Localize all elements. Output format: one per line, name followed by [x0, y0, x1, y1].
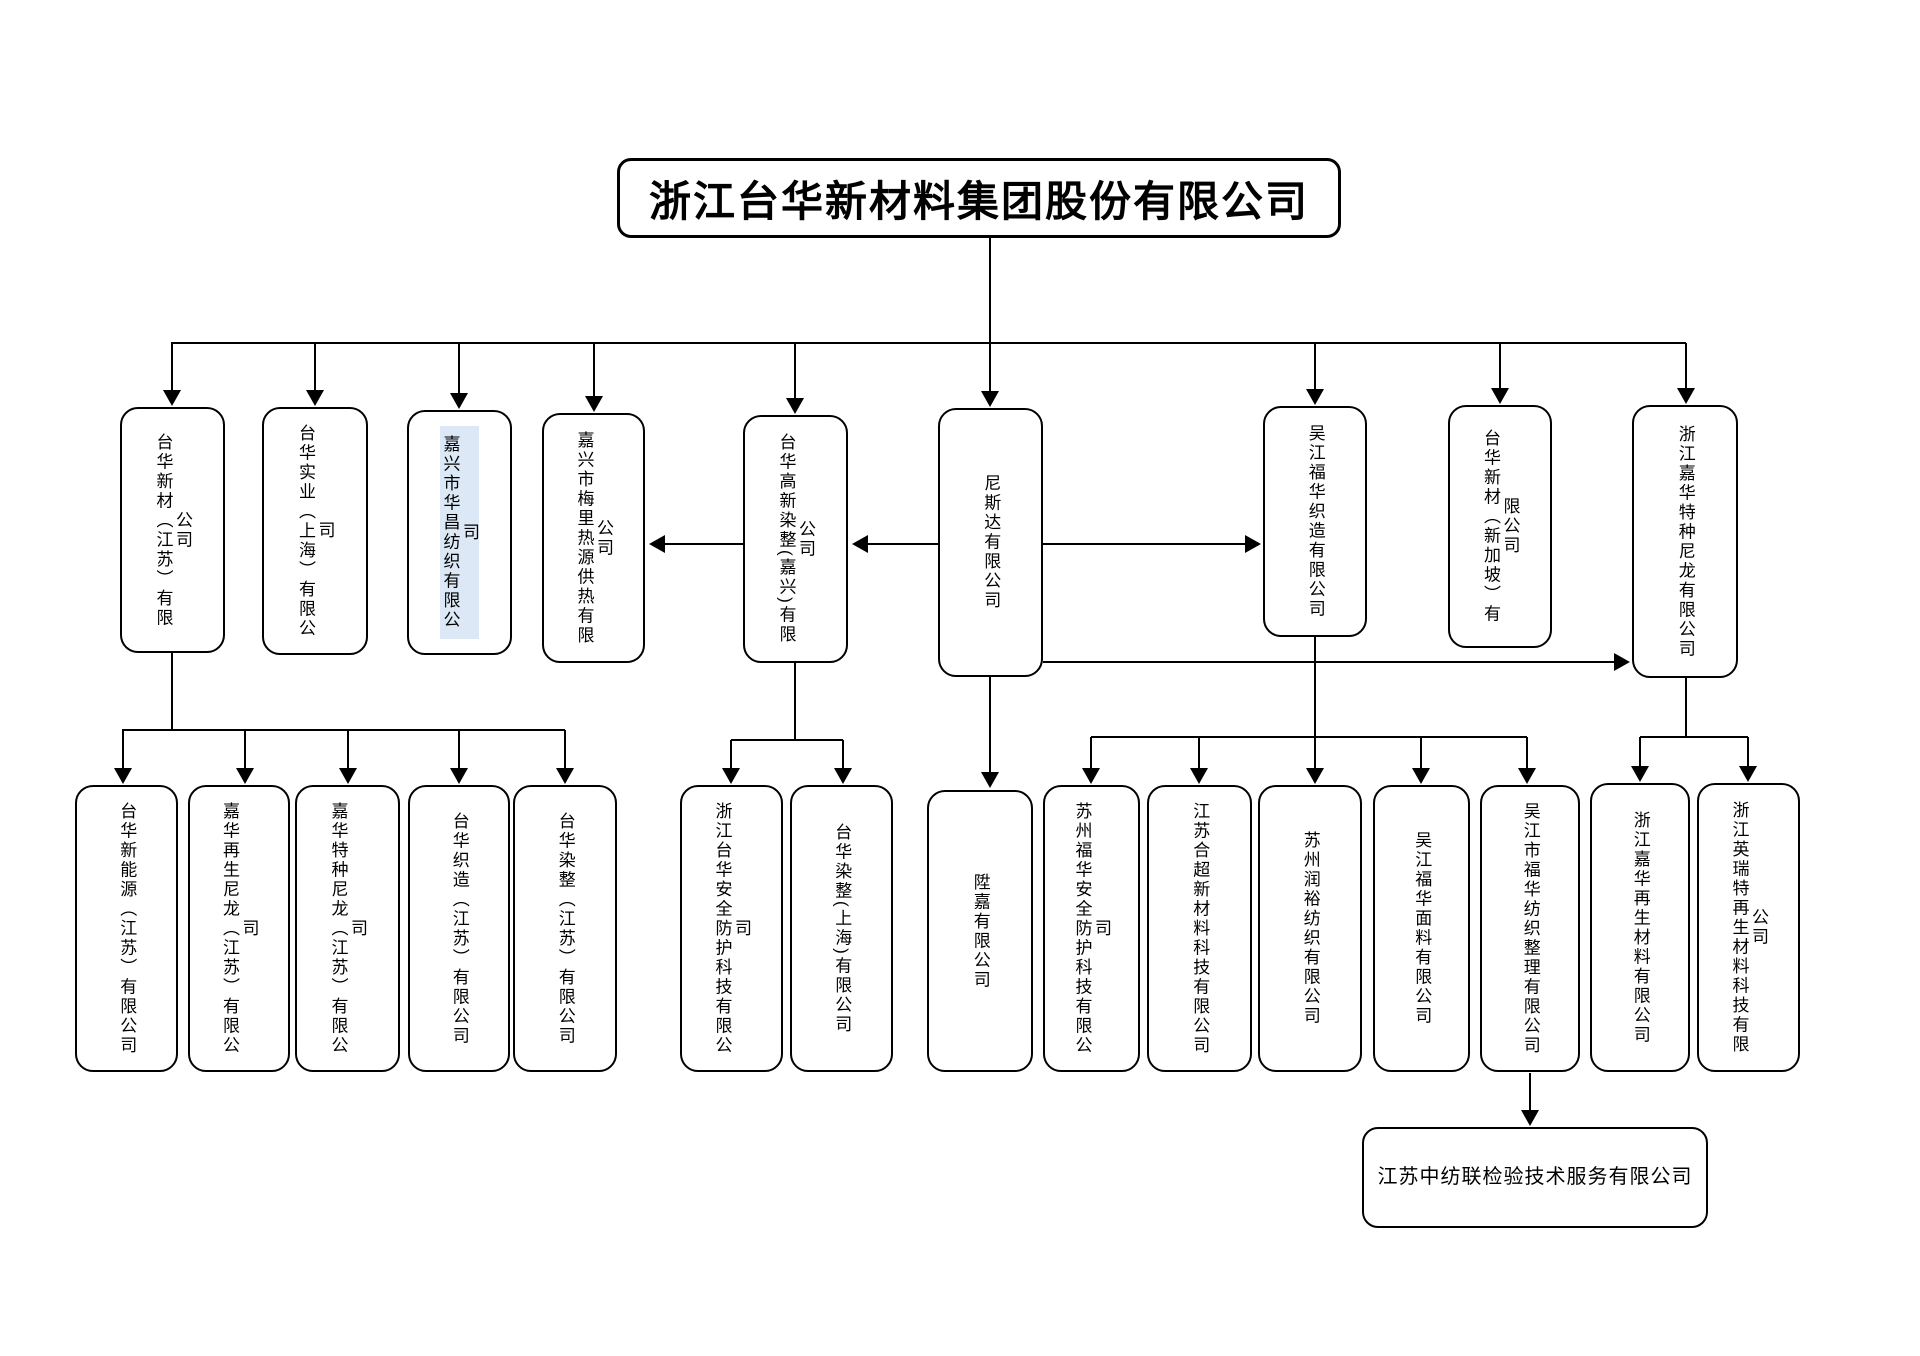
- org-node-wujiang-fuhua-zhengli: 吴江市福华纺织整理有限公司: [1480, 785, 1580, 1072]
- org-node-taihua-gaoxin-ranzheng: 台华高新染整(嘉兴)有限公司: [743, 415, 848, 663]
- org-node-jiahua-zaisheng-nilong: 嘉华再生尼龙（江苏）有限公司: [188, 785, 290, 1072]
- org-node-taihua-shiye-shanghai: 台华实业（上海）有限公司: [262, 407, 368, 655]
- org-node-shengjia: 陞嘉有限公司: [927, 790, 1033, 1072]
- org-node-root: 浙江台华新材料集团股份有限公司: [617, 158, 1341, 238]
- org-node-wujiang-fuhua-mianliao: 吴江福华面料有限公司: [1373, 785, 1470, 1072]
- org-node-jiaxing-meili: 嘉兴市梅里热源供热有限公司: [542, 413, 645, 663]
- org-node-zhejiang-jiahua-tezhong: 浙江嘉华特种尼龙有限公司: [1632, 405, 1738, 678]
- org-node-taihua-xincai-xinjiapo: 台华新材（新加坡）有限公司: [1448, 405, 1552, 648]
- org-node-taihua-ranzheng-shanghai: 台华染整(上海)有限公司: [790, 785, 893, 1072]
- org-node-taihua-xincai-jiangsu: 台华新材（江苏）有限公司: [120, 407, 225, 653]
- org-node-zhejiang-yingruite: 浙江英瑞特再生材料科技有限公司: [1697, 783, 1800, 1072]
- selected-text-highlight: 嘉兴市华昌纺织有限公司: [439, 426, 480, 639]
- org-node-jiangsu-hechao: 江苏合超新材料科技有限公司: [1147, 785, 1252, 1072]
- org-node-taihua-zhizao-jiangsu: 台华织造（江苏）有限公司: [408, 785, 510, 1072]
- org-node-suzhou-fuhua-anquan: 苏州福华安全防护科技有限公司: [1043, 785, 1140, 1072]
- org-node-wujiang-fuhua-zhizao: 吴江福华织造有限公司: [1263, 406, 1367, 637]
- org-node-zhejiang-jiahua-zaisheng: 浙江嘉华再生材料有限公司: [1590, 783, 1690, 1072]
- org-node-taihua-ranzheng-jiangsu: 台华染整（江苏）有限公司: [513, 785, 617, 1072]
- org-node-jiangsu-zhongfanglian: 江苏中纺联检验技术服务有限公司: [1362, 1127, 1708, 1228]
- org-node-taihua-xinnengyuan: 台华新能源（江苏）有限公司: [75, 785, 178, 1072]
- org-node-zhejiang-taihua-anquan: 浙江台华安全防护科技有限公司: [680, 785, 783, 1072]
- org-node-suzhou-runyu: 苏州润裕纺织有限公司: [1258, 785, 1362, 1072]
- org-node-nisida: 尼斯达有限公司: [938, 408, 1043, 677]
- org-node-jiaxing-huachang: 嘉兴市华昌纺织有限公司: [407, 410, 512, 655]
- org-node-jiahua-tezhong-nilong: 嘉华特种尼龙（江苏）有限公司: [295, 785, 400, 1072]
